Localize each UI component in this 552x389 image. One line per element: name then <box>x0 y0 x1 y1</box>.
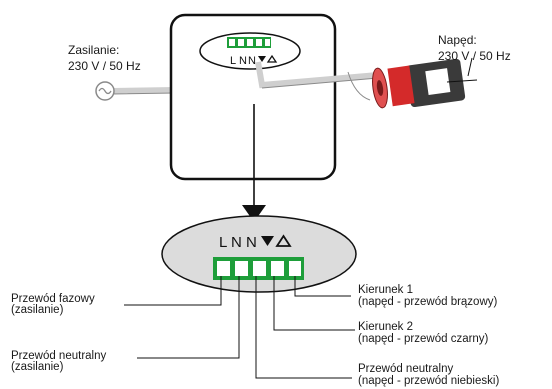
svg-text:N: N <box>231 234 242 251</box>
leader-neutral-supply <box>137 276 240 359</box>
label-neutral-supply-line1: Przewód neutralny <box>11 350 107 362</box>
label-phase-line2: (zasilanie) <box>11 304 64 316</box>
label-neutral-drive-line2: (napęd - przewód niebieski) <box>358 375 500 387</box>
drive-title: Napęd: <box>438 33 477 47</box>
label-direction1-line2: (napęd - przewód brązowy) <box>358 296 498 308</box>
leader-direction2 <box>273 276 355 331</box>
label-direction2-line1: Kierunek 2 <box>358 321 413 333</box>
leader-neutral-drive <box>255 276 352 379</box>
svg-text:N: N <box>248 55 256 67</box>
drive-motor-icon <box>372 57 478 109</box>
large-terminal-block <box>213 257 304 280</box>
svg-text:N: N <box>239 55 247 67</box>
leader-phase <box>124 276 222 306</box>
large-terminal-marks: L N N <box>219 234 292 251</box>
drive-cable <box>255 61 379 89</box>
small-terminal-marks: L N N <box>230 54 278 67</box>
ac-source-icon <box>95 81 115 101</box>
svg-text:L: L <box>219 234 227 251</box>
leader-direction1 <box>294 276 351 297</box>
svg-text:N: N <box>246 234 257 251</box>
small-terminal-block <box>227 37 271 48</box>
leader-lines <box>124 276 355 379</box>
supply-title: Zasilanie: <box>68 43 120 57</box>
label-neutral-supply-line2: (zasilanie) <box>11 361 64 373</box>
label-neutral-drive-line1: Przewód neutralny <box>358 363 454 375</box>
label-direction1-line1: Kierunek 1 <box>358 284 413 296</box>
zoom-arrow-head <box>242 205 266 222</box>
drive-value: 230 V / 50 Hz <box>438 49 511 63</box>
label-direction2-line2: (napęd - przewód czarny) <box>358 333 489 345</box>
label-phase-line1: Przewód fazowy <box>11 293 95 305</box>
supply-value: 230 V / 50 Hz <box>68 59 141 73</box>
large-module <box>161 215 357 293</box>
svg-text:L: L <box>230 55 236 67</box>
